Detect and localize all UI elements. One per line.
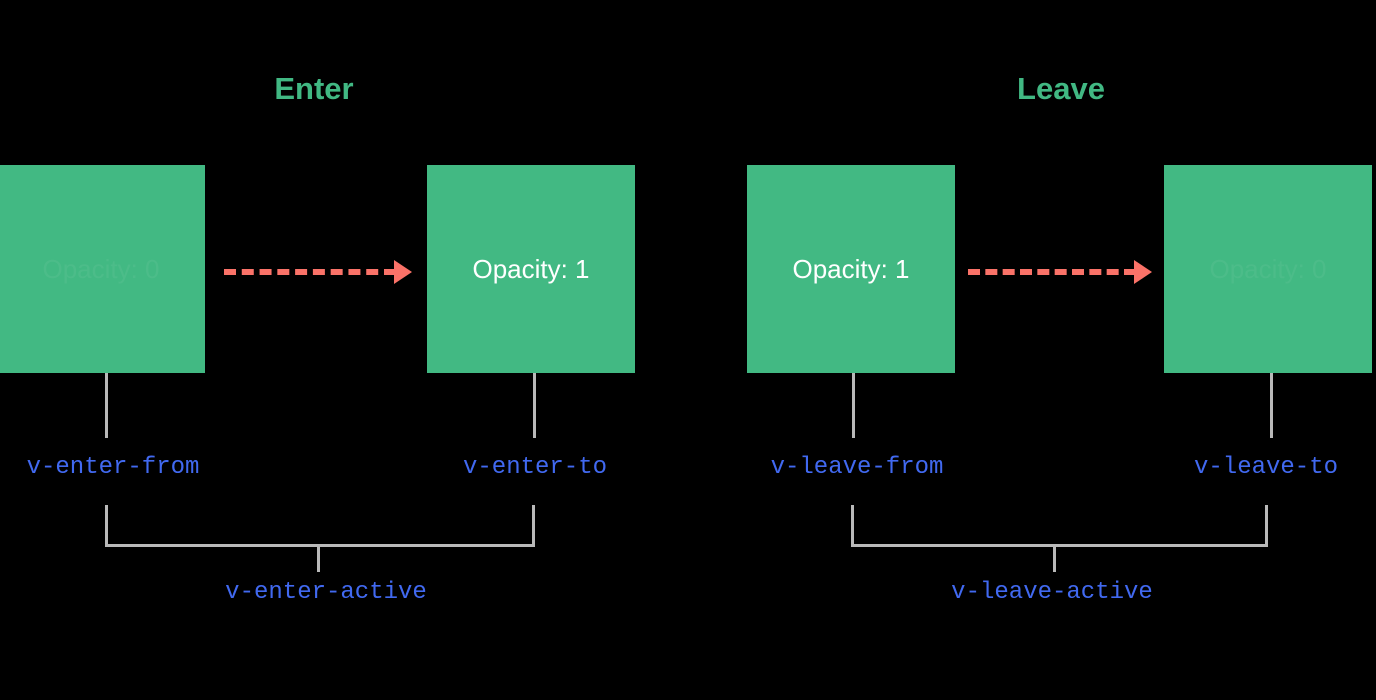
- class-label-v-enter-active: v-enter-active: [225, 579, 427, 606]
- state-box-label-enter-to: Opacity: 1: [472, 254, 590, 284]
- connector-stem-enter-from: [105, 373, 108, 438]
- state-box-enter-from: Opacity: 0: [0, 165, 205, 373]
- dashed-arrow-right-icon-leave: [968, 260, 1154, 284]
- class-label-v-leave-to: v-leave-to: [1193, 454, 1339, 481]
- class-label-v-leave-from: v-leave-from: [770, 454, 944, 481]
- dashed-arrow-right-icon-enter: [224, 260, 414, 284]
- class-label-v-enter-from: v-enter-from: [26, 454, 200, 481]
- span-bracket-leave-active: [851, 505, 1268, 547]
- section-title-enter: Enter: [274, 71, 354, 106]
- class-label-v-enter-to: v-enter-to: [462, 454, 608, 481]
- span-bracket-stem-leave-active: [1053, 545, 1056, 572]
- state-box-label-enter-from: Opacity: 0: [42, 254, 160, 284]
- connector-stem-leave-to: [1270, 373, 1273, 438]
- arrow-line-leave: [968, 269, 1136, 275]
- connector-stem-leave-from: [852, 373, 855, 438]
- class-label-v-leave-active: v-leave-active: [951, 579, 1153, 606]
- arrow-head-enter: [394, 260, 412, 284]
- arrow-line-enter: [224, 269, 396, 275]
- connector-stem-enter-to: [533, 373, 536, 438]
- span-bracket-enter-active: [105, 505, 535, 547]
- section-title-leave: Leave: [1017, 71, 1105, 106]
- state-box-label-leave-from: Opacity: 1: [792, 254, 910, 284]
- state-box-leave-to: Opacity: 0: [1164, 165, 1372, 373]
- state-box-enter-to: Opacity: 1: [427, 165, 635, 373]
- span-bracket-stem-enter-active: [317, 545, 320, 572]
- state-box-label-leave-to: Opacity: 0: [1209, 254, 1327, 284]
- state-box-leave-from: Opacity: 1: [747, 165, 955, 373]
- arrow-head-leave: [1134, 260, 1152, 284]
